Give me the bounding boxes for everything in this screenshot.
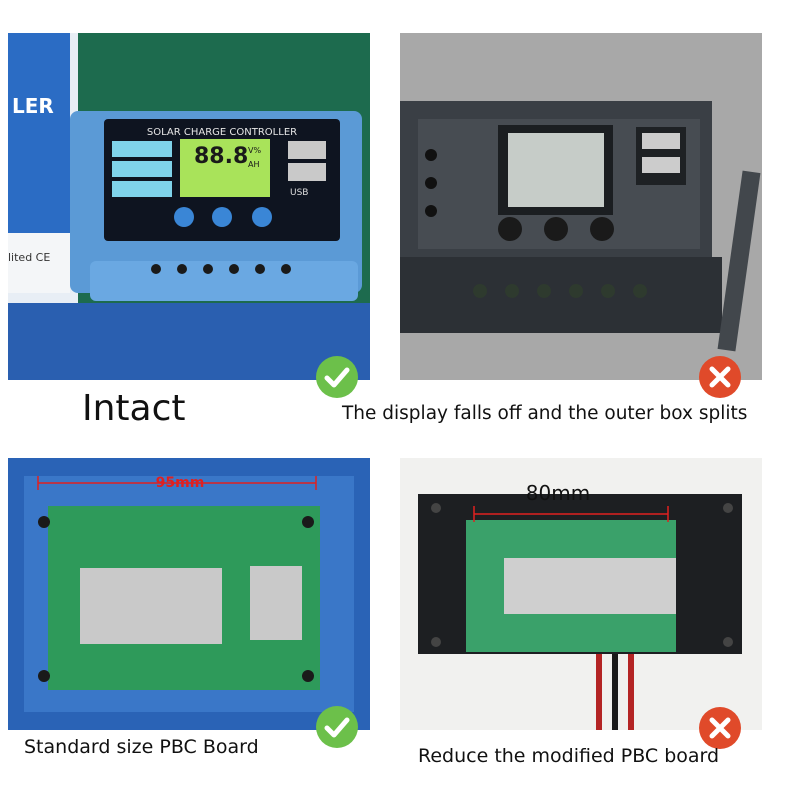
- caption-intact: Intact: [82, 388, 186, 429]
- cross-icon: [698, 355, 742, 399]
- lcd-units-top: V%: [248, 146, 261, 155]
- photo-standard-pcb: 95mm: [8, 458, 370, 730]
- cross-icon: [698, 706, 742, 750]
- photo-reduced-pcb: 80mm: [400, 458, 762, 730]
- lcd-units-bottom: AH: [248, 160, 260, 169]
- check-icon: [315, 355, 359, 399]
- lcd-readout: 88.8: [194, 144, 248, 169]
- usb-label: USB: [290, 188, 308, 198]
- caption-broken: The display falls off and the outer box …: [342, 403, 748, 424]
- ce-fragment: lited CE: [8, 251, 50, 264]
- caption-reduced-pcb: Reduce the modified PBC board: [418, 745, 720, 767]
- device-title: SOLAR CHARGE CONTROLLER: [147, 127, 297, 138]
- dimension-label-95: 95mm: [156, 475, 205, 491]
- caption-standard-pcb: Standard size PBC Board: [24, 736, 259, 758]
- brand-fragment: LER: [12, 94, 54, 118]
- photo-broken-controller: [400, 33, 762, 380]
- photo-intact-controller: LER lited CE SOLAR CHARGE CONTROLLER 88.…: [8, 33, 370, 380]
- dimension-label-80: 80mm: [526, 481, 590, 505]
- check-icon: [315, 705, 359, 749]
